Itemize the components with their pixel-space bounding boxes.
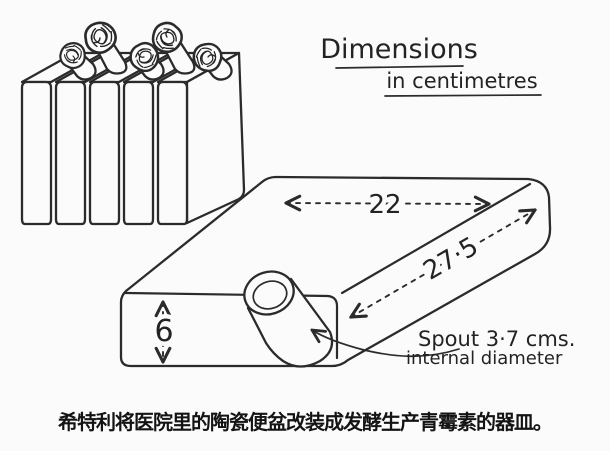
width-dimension-label: 22 xyxy=(368,190,401,220)
slab-front-face xyxy=(156,80,189,226)
vessel-front-top-edge xyxy=(123,291,339,360)
title-line-2: in centimetres xyxy=(386,69,537,93)
stacked-vessels-illustration xyxy=(20,16,246,226)
slab-front-face xyxy=(88,80,121,226)
penicillin-vessel-technical-drawing: 22 27·5 6 Spout 3·7 cms. internal diamet… xyxy=(20,16,575,369)
caption: 希特利将医院里的陶瓷便盆改装成发酵生产青霉素的器皿。 xyxy=(58,412,553,434)
height-dimension-label: 6 xyxy=(154,314,173,349)
title-line-1: Dimensions xyxy=(320,34,478,65)
title-underline-1 xyxy=(335,65,464,69)
slab-front-face xyxy=(20,80,53,226)
spout-label-line-2: internal diameter xyxy=(406,348,563,369)
spout-leader-arrow xyxy=(312,330,460,358)
vessel-slab xyxy=(156,51,246,226)
slab-front-face xyxy=(122,80,155,226)
slab-front-face xyxy=(54,80,87,226)
title-underline-2 xyxy=(384,94,542,97)
spout-opening xyxy=(252,280,288,310)
title-block: Dimensions in centimetres xyxy=(320,34,542,97)
single-vessel-illustration: 22 27·5 6 Spout 3·7 cms. internal diamet… xyxy=(119,175,575,369)
spout-label-line-1: Spout 3·7 cms. xyxy=(418,327,575,351)
width-dimension-arrow xyxy=(286,203,489,204)
